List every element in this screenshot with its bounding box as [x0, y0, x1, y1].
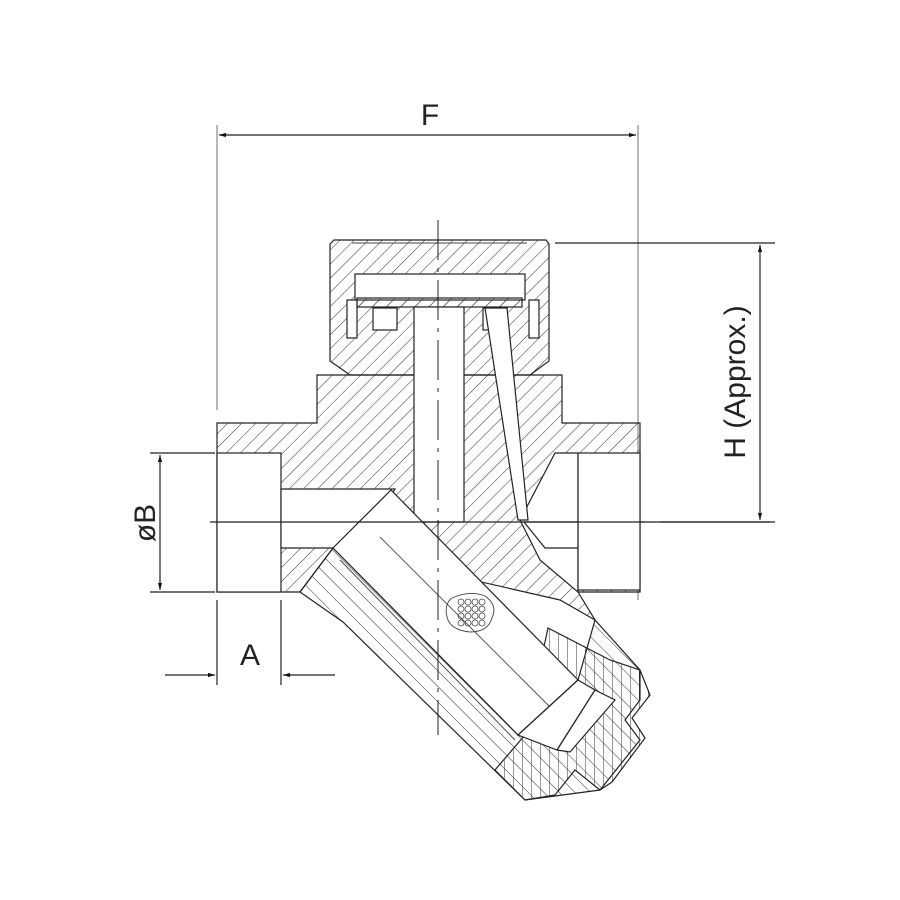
mesh-hole	[457, 612, 465, 620]
mesh-hole	[457, 598, 465, 606]
mesh-hole	[464, 605, 472, 613]
mesh-hole	[457, 619, 465, 627]
mesh-hole	[464, 612, 472, 620]
dimension-label-a: A	[240, 639, 260, 672]
mesh-hole	[471, 605, 479, 613]
dimension-label-f: F	[421, 99, 439, 132]
mesh-hole	[478, 598, 486, 606]
mesh-detail	[445, 593, 495, 633]
mesh-hole	[471, 612, 479, 620]
mesh-hole	[457, 605, 465, 613]
mesh-hole	[464, 598, 472, 606]
mesh-hole	[478, 619, 486, 627]
disc	[356, 297, 523, 308]
mesh-hole	[478, 605, 486, 613]
mesh-hole	[471, 598, 479, 606]
outlet-bore	[484, 307, 529, 521]
dimension-label-h: H (Approx.)	[719, 305, 752, 458]
control-chamber	[354, 273, 526, 301]
mesh-hole	[471, 619, 479, 627]
mesh-hole	[478, 612, 486, 620]
mesh-hole	[464, 619, 472, 627]
dimension-label-b: øB	[129, 504, 162, 542]
inlet-bore	[413, 306, 465, 523]
